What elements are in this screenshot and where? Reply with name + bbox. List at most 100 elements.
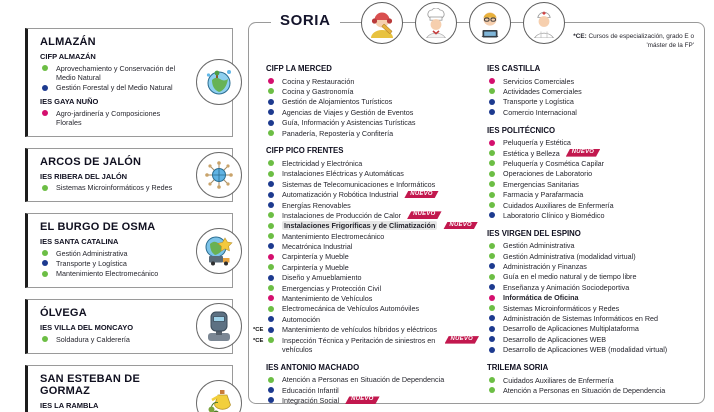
program-row: Cuidados Auxiliares de Enfermería — [487, 375, 700, 385]
program-row: Automoción — [266, 314, 479, 324]
program-row: Sistemas Microinformáticos y Redes — [40, 183, 182, 193]
level-dot-blue — [268, 386, 274, 393]
program-label: Automoción — [282, 314, 320, 324]
town-title: ÓLVEGA — [40, 307, 87, 320]
program-row: Transporte y Logística — [40, 258, 182, 268]
program-label: Enseñanza y Animación Sociodeportiva — [503, 282, 630, 292]
level-dot-green — [489, 376, 495, 383]
program-row: Desarrollo de Aplicaciones WEB (modalida… — [487, 345, 700, 355]
program-row: Guía, Información y Asistencias Turístic… — [266, 118, 479, 128]
program-row: Carpintería y Mueble — [266, 252, 479, 262]
programmer-icon — [469, 2, 511, 44]
program-label: Mantenimiento de vehículos híbridos y el… — [282, 325, 438, 335]
school-section: IES VIRGEN DEL ESPINO Gestión Administrat… — [487, 229, 700, 355]
program-label: Cuidados Auxiliares de Enfermería — [503, 375, 614, 385]
construction-worker-icon — [361, 2, 403, 44]
level-dot-blue — [268, 201, 274, 208]
program-label: Instalaciones de Producción de Calor — [282, 210, 402, 220]
school-name: CIFP ALMAZÁN — [40, 52, 96, 61]
soria-panel: SORIA *CE: Cursos de especialización, gr… — [248, 2, 705, 405]
level-dot-green — [489, 149, 495, 156]
school-section-name: IES CASTILLA — [487, 64, 541, 73]
ce-footnote-text: Cursos de especialización, grado E o 'má… — [586, 33, 694, 49]
program-label: Inspección Técnica y Peritación de sinie… — [282, 335, 436, 354]
program-label: Cuidados Auxiliares de Enfermería — [503, 200, 614, 210]
program-label: Administración y Finanzas — [503, 262, 587, 272]
program-label: Mantenimiento Electromecánico — [56, 269, 159, 279]
program-label: Farmacia y Parafarmacia — [503, 190, 584, 200]
level-dot-blue — [268, 109, 274, 116]
program-row: Agencias de Viajes y Gestión de Eventos — [266, 107, 479, 117]
program-row: Desarrollo de Aplicaciones Multiplatafor… — [487, 324, 700, 334]
nuevo-badge: NUEVO — [407, 211, 442, 219]
program-row: Cuidados Auxiliares de Enfermería — [487, 200, 700, 210]
level-dot-green — [42, 270, 48, 277]
program-row: Administración de Sistemas Informáticos … — [487, 313, 700, 323]
program-label: Atención a Personas en Situación de Depe… — [282, 375, 445, 385]
program-row: Soldadura y Calderería — [40, 334, 182, 344]
level-dot-green — [489, 181, 495, 188]
level-dot-pink — [268, 77, 274, 84]
program-label: Gestión Forestal y del Medio Natural — [56, 83, 173, 93]
town-title: ARCOS DE JALÓN — [40, 155, 142, 168]
level-dot-green — [268, 233, 274, 240]
level-dot-blue — [268, 326, 274, 333]
level-dot-blue — [489, 284, 495, 291]
program-row: Gestión Forestal y del Medio Natural — [40, 83, 182, 93]
town-title: SAN ESTEBAN DE GORMAZ — [40, 372, 140, 397]
level-dot-green — [489, 201, 495, 208]
level-dot-blue — [489, 98, 495, 105]
program-row: Comercio Internacional — [487, 107, 700, 117]
level-dot-green — [42, 249, 48, 256]
program-label: Gestión Administrativa (modalidad virtua… — [503, 251, 636, 261]
level-dot-blue — [268, 243, 274, 250]
level-dot-green — [489, 160, 495, 167]
level-dot-blue — [268, 397, 274, 404]
panel-title: SORIA — [271, 12, 340, 29]
program-row: Instalaciones Frigoríficas y de Climatiz… — [266, 221, 479, 231]
program-label: Emergencias y Protección Civil — [282, 283, 382, 293]
level-dot-blue — [268, 274, 274, 281]
program-label: Electromecánica de Vehículos Automóviles — [282, 304, 420, 314]
nuevo-badge: NUEVO — [565, 149, 601, 157]
school-name: IES GAYA NUÑO — [40, 96, 99, 106]
school-section-name: IES VIRGEN DEL ESPINO — [487, 228, 581, 238]
program-row: Instalaciones Eléctricas y Automáticas — [266, 169, 479, 179]
level-dot-green — [489, 191, 495, 198]
level-dot-green — [489, 170, 495, 177]
program-row: Gestión Administrativa — [40, 248, 182, 258]
program-label: Mantenimiento de Vehículos — [282, 294, 373, 304]
program-row: Gestión Administrativa — [487, 241, 700, 251]
program-row: Electricidad y Electrónica — [266, 158, 479, 168]
program-row: *CE Inspección Técnica y Peritación de si… — [253, 335, 479, 355]
program-row: Peluquería y Cosmética Capilar — [487, 158, 700, 168]
level-dot-blue — [489, 109, 495, 116]
level-dot-green — [268, 376, 274, 383]
ce-marker: *CE — [253, 337, 264, 344]
level-dot-green — [268, 336, 274, 343]
program-label: Sistemas Microinformáticos y Redes — [56, 183, 173, 193]
program-row: Farmacia y Parafarmacia — [487, 190, 700, 200]
program-label: Gestión Administrativa — [56, 248, 128, 258]
ce-footnote-label: *CE: — [573, 33, 587, 40]
program-label: Automatización y Robótica Industrial — [282, 190, 399, 200]
welding-mask-icon — [196, 303, 242, 350]
program-row: Educación Infantil — [266, 385, 479, 395]
level-dot-green — [268, 212, 274, 219]
chef-icon — [415, 2, 457, 44]
level-dot-green — [489, 88, 495, 95]
program-label: Gestión Administrativa — [503, 241, 575, 251]
program-row: Carpintería y Mueble — [266, 262, 479, 272]
level-dot-blue — [268, 316, 274, 323]
nuevo-badge: NUEVO — [443, 221, 478, 230]
program-label: Energías Renovables — [282, 200, 351, 210]
program-row: Gestión de Alojamientos Turísticos — [266, 97, 479, 107]
